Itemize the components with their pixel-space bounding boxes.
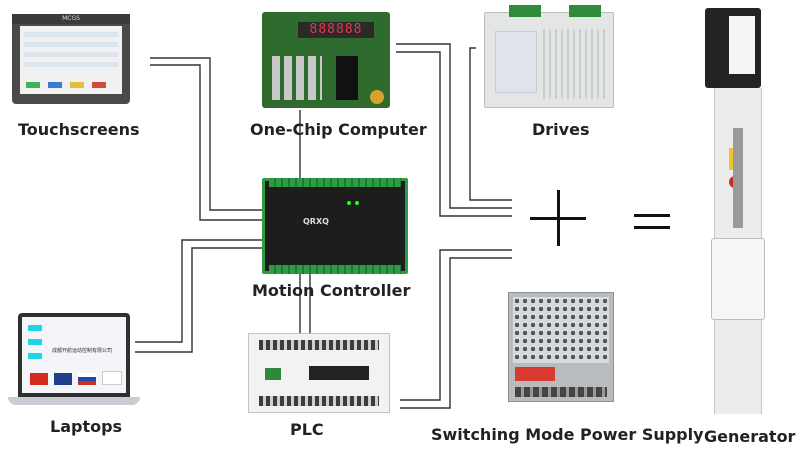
heatsink-fins xyxy=(543,29,605,99)
controller-terminals-top xyxy=(269,178,401,187)
touchscreen-display xyxy=(20,26,122,94)
power-supply-sticker xyxy=(515,367,555,381)
laptop-display: 成都开航运动控制有限公司 xyxy=(22,317,126,393)
actuator-carriage xyxy=(711,238,765,320)
drive-terminal-left xyxy=(509,5,541,17)
status-led xyxy=(347,201,351,205)
plc-image xyxy=(248,333,390,413)
potentiometer-knob xyxy=(370,90,384,104)
keypad xyxy=(272,56,322,100)
flag-uk-icon xyxy=(54,373,72,385)
flag-russia-icon xyxy=(78,373,96,385)
equals-sign-lower xyxy=(634,226,670,229)
laptops-label: Laptops xyxy=(50,417,123,436)
power-supply-terminals xyxy=(515,387,607,397)
motion-controller-image: QRXQ xyxy=(262,178,408,274)
drive-terminal-right xyxy=(569,5,601,17)
flag-korea-icon xyxy=(102,371,122,385)
ventilation-mesh xyxy=(513,297,609,363)
power-supply-label: Switching Mode Power Supply xyxy=(431,425,704,444)
laptop-base xyxy=(8,397,140,405)
power-supply-image xyxy=(508,292,614,402)
generator-label: Generator xyxy=(704,427,796,446)
touchscreen-image: MCGS xyxy=(12,14,130,104)
equals-sign xyxy=(634,214,670,217)
motion-controller-label: Motion Controller xyxy=(252,281,411,300)
flag-china-icon xyxy=(30,373,48,385)
microcontroller-chip xyxy=(336,56,358,100)
drives-label: Drives xyxy=(532,120,590,139)
generator-image xyxy=(711,88,765,414)
actuator-slot xyxy=(733,128,743,228)
drive-nameplate xyxy=(495,31,537,93)
status-led xyxy=(355,201,359,205)
touchscreens-label: Touchscreens xyxy=(18,120,140,139)
drive-image xyxy=(484,5,614,108)
laptop-image: 成都开航运动控制有限公司 xyxy=(18,313,130,397)
controller-terminals-bottom xyxy=(269,265,401,274)
one-chip-computer-label: One-Chip Computer xyxy=(250,120,427,139)
one-chip-computer-image: 888888 xyxy=(262,12,390,108)
plc-label: PLC xyxy=(290,420,324,439)
plc-terminals-top xyxy=(259,340,379,350)
touchscreen-brand: MCGS xyxy=(12,14,130,24)
generator-motor xyxy=(705,8,761,88)
controller-logo: QRXQ xyxy=(303,217,329,226)
plc-indicator-strip xyxy=(309,366,369,380)
motor-label-sticker xyxy=(729,16,755,74)
laptop-caption: 成都开航运动控制有限公司 xyxy=(52,348,113,354)
plc-brand-badge xyxy=(265,368,281,380)
plc-terminals-bottom xyxy=(259,396,379,406)
seven-segment-display: 888888 xyxy=(298,22,374,38)
plus-sign-vertical xyxy=(557,190,560,246)
